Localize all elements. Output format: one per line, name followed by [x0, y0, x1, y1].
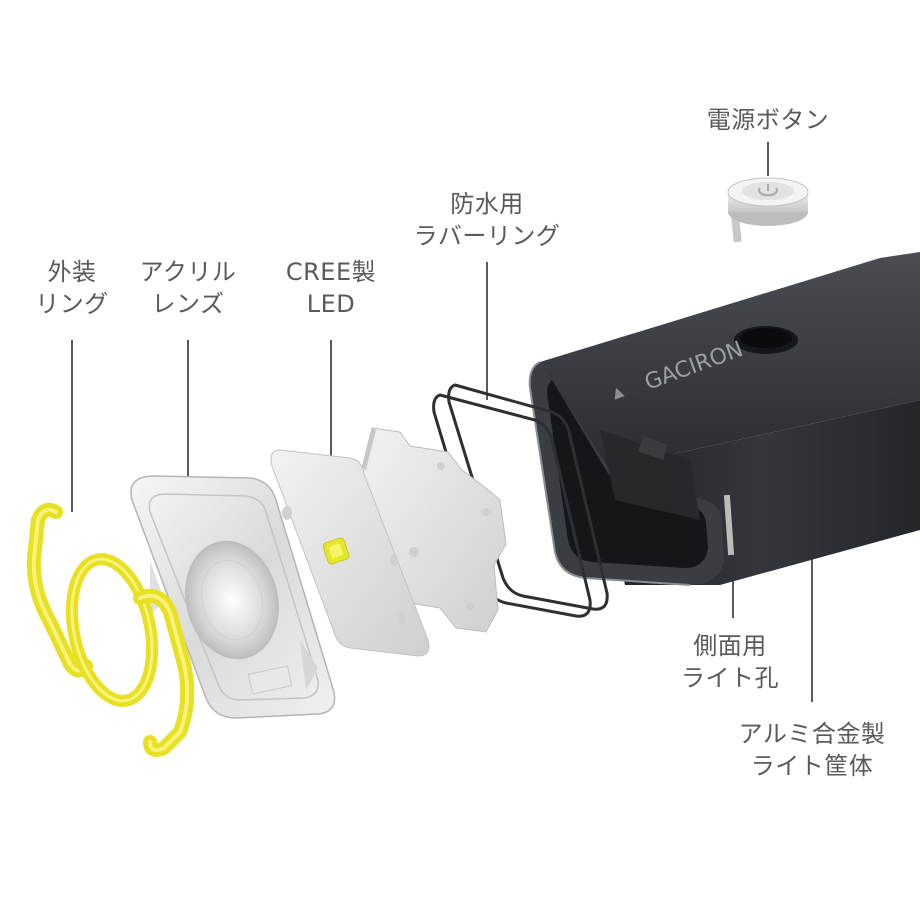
label-outer-ring: 外装 リング: [35, 258, 109, 318]
light-housing: GACIRON ▲: [528, 252, 920, 586]
label-power-button: 電源ボタン: [706, 106, 830, 134]
label-cree-led: CREE製 LED: [285, 258, 377, 318]
outer-ring-part: [26, 502, 195, 757]
label-rubber-ring: 防水用 ラバーリング: [413, 190, 561, 250]
acrylic-lens-part: [130, 475, 336, 719]
label-acrylic-lens: アクリル レンズ: [139, 258, 237, 318]
power-symbol-icon: [758, 187, 778, 197]
led-plate-part: [270, 449, 430, 657]
rubber-ring-part: [432, 383, 609, 618]
label-side-light-hole: 側面用 ライト孔: [681, 632, 779, 692]
power-button-part: [727, 177, 809, 243]
label-housing: アルミ合金製 ライト筐体: [738, 720, 886, 780]
